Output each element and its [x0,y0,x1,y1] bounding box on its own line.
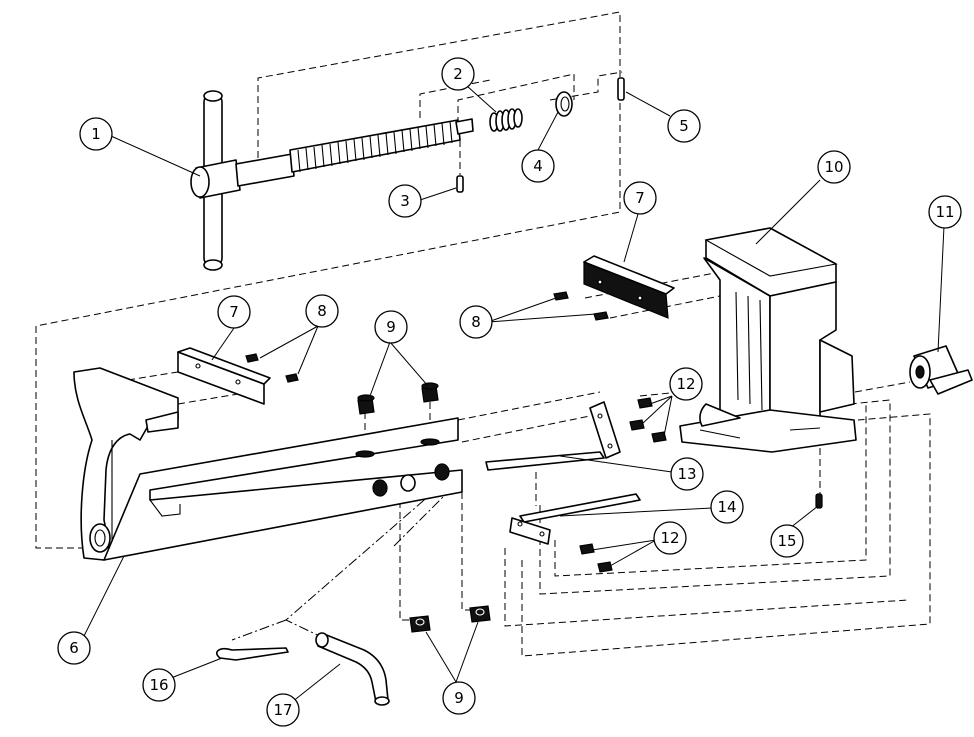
part-8-screws [245,291,609,383]
callout-label: 9 [454,689,464,707]
callout-13: 13 [670,457,704,491]
callout-12-bottom: 12 [653,521,687,555]
callout-label: 4 [533,157,543,175]
callout-2: 2 [441,57,475,91]
callout-10: 10 [817,150,851,184]
part-9-nuts [357,382,491,633]
part-11-pipe-jaw [909,345,973,395]
callout-label: 13 [677,465,696,483]
callout-label: 2 [453,65,463,83]
callout-6: 6 [57,631,91,665]
callout-4: 4 [521,149,555,183]
dash-dot-lines [231,487,453,641]
callout-label: 5 [679,117,689,135]
callout-label: 3 [400,192,410,210]
callout-label: 10 [824,158,843,176]
callout-label: 8 [471,313,481,331]
callout-16: 16 [142,668,176,702]
callout-8-left: 8 [305,294,339,328]
part-13-plate [485,401,621,471]
callout-label: 6 [69,639,79,657]
callout-label: 7 [229,303,239,321]
callout-7-right: 7 [623,181,657,215]
callout-label: 9 [386,318,396,336]
callout-label: 15 [777,532,796,550]
leader-lines [83,85,945,703]
part-7-jaw-plate-right [583,255,675,319]
callout-9-bottom: 9 [442,681,476,715]
part-17-bent-handle [315,632,390,706]
part-4-washer [555,91,573,117]
callout-9-top: 9 [374,310,408,344]
callout-14: 14 [710,490,744,524]
callout-label: 7 [635,189,645,207]
part-3-pin [456,175,464,193]
callout-3: 3 [388,184,422,218]
part-12-screws [579,397,667,573]
part-15-pin [815,493,823,509]
callout-label: 17 [273,701,292,719]
callout-15: 15 [770,524,804,558]
callout-5: 5 [667,109,701,143]
callout-7-left: 7 [217,295,251,329]
callout-label: 8 [317,302,327,320]
part-16-cotter-pin [216,647,289,661]
callout-label: 14 [717,498,736,516]
callout-label: 1 [91,125,101,143]
part-1-t-handle-screw [190,90,474,271]
callout-label: 12 [676,375,695,393]
part-10-main-body [679,227,857,453]
callout-12-top: 12 [669,367,703,401]
part-5-pin [617,77,625,101]
callout-17: 17 [266,693,300,727]
part-6-sliding-jaw [73,367,463,561]
callout-11: 11 [928,195,962,229]
callout-1: 1 [79,117,113,151]
callout-8-right: 8 [459,305,493,339]
part-14-plate [509,493,641,545]
callout-label: 16 [149,676,168,694]
callout-label: 12 [660,529,679,547]
callout-label: 11 [935,203,954,221]
part-2-spring [489,108,523,132]
part-7-jaw-plate-left [177,347,271,405]
